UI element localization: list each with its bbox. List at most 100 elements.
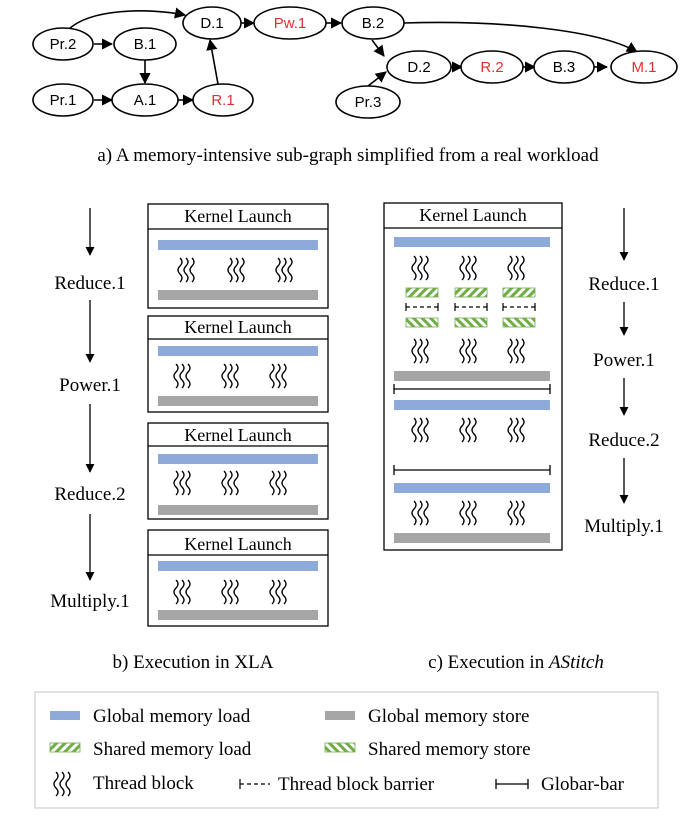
astitch-section: Kernel Launch xyxy=(383,202,664,673)
xla-kernel-3: Kernel Launch xyxy=(147,529,329,627)
graph-node-pw1: Pw.1 xyxy=(253,6,327,40)
graph-node-ellipse xyxy=(32,83,94,117)
astitch-caption: c) Execution in AStitch xyxy=(428,652,604,673)
graph-node-ellipse xyxy=(253,6,327,40)
graph-node-d1: D.1 xyxy=(182,6,242,40)
global-load-bar xyxy=(158,454,318,464)
graph-node-r2: R.2 xyxy=(460,50,524,84)
global-load-bar xyxy=(158,561,318,571)
legend-global-bar-icon xyxy=(495,779,529,789)
global-load-bar xyxy=(394,400,550,410)
graph-node-label: D.1 xyxy=(200,15,223,32)
graph-node-label: R.1 xyxy=(211,92,234,109)
global-store-bar xyxy=(158,290,318,300)
xla-op-0: Reduce.1 xyxy=(54,273,125,294)
global-load-bar xyxy=(394,237,550,247)
graph-section: Pr.2 B.1 D.1 Pw.1 B.2Pr.1 A.1 R.1 D.2 R.2 B.3 M.1P… xyxy=(32,6,678,166)
xla-kernel-0-label: Kernel Launch xyxy=(184,206,291,226)
graph-node-label: A.1 xyxy=(134,92,157,109)
astitch-op-3: Multiply.1 xyxy=(584,516,664,537)
graph-node-label: B.3 xyxy=(553,59,576,76)
legend-shared-store: Shared memory store xyxy=(368,739,531,760)
graph-node-b1: B.1 xyxy=(113,27,177,61)
xla-kernel-1: Kernel Launch xyxy=(147,315,329,413)
legend-global-bar: Globar-bar xyxy=(541,774,625,795)
xla-kernel-0: Kernel Launch xyxy=(147,203,329,309)
graph-node-ellipse xyxy=(113,27,177,61)
astitch-op-2: Reduce.2 xyxy=(588,430,659,451)
legend-global-load-swatch xyxy=(50,711,80,720)
graph-node-label: Pr.3 xyxy=(355,94,382,111)
graph-node-ellipse xyxy=(32,27,94,61)
edge-b2-m1 xyxy=(403,21,638,53)
edge-b2-d2 xyxy=(371,39,385,57)
graph-node-d2: D.2 xyxy=(386,50,452,84)
graph-node-m1: M.1 xyxy=(610,50,678,84)
graph-node-ellipse xyxy=(341,6,405,40)
graph-node-label: R.2 xyxy=(480,59,503,76)
xla-caption: b) Execution in XLA xyxy=(113,652,274,673)
global-barrier xyxy=(393,384,551,394)
graph-node-ellipse xyxy=(460,50,524,84)
graph-node-a1: A.1 xyxy=(111,83,179,117)
legend-global-store: Global memory store xyxy=(368,706,529,727)
graph-node-r1: R.1 xyxy=(192,83,254,117)
global-store-bar xyxy=(394,533,550,543)
edge-r1-d1 xyxy=(206,38,219,85)
xla-kernel-2: Kernel Launch xyxy=(147,422,329,520)
graph-edges xyxy=(67,7,638,106)
graph-node-label: B.2 xyxy=(362,15,385,32)
xla-op-3: Multiply.1 xyxy=(50,591,130,612)
shared-store-bar xyxy=(454,317,488,328)
astitch-caption-prefix: c) Execution in xyxy=(428,652,549,673)
shared-load-bar xyxy=(502,287,536,298)
graph-node-pr1: Pr.1 xyxy=(32,83,94,117)
graph-node-ellipse xyxy=(111,83,179,117)
xla-op-1: Power.1 xyxy=(59,375,121,396)
edge-pr2-d1 xyxy=(67,7,187,31)
legend-global-load: Global memory load xyxy=(93,706,251,727)
legend-shared-load: Shared memory load xyxy=(93,739,252,760)
graph-node-label: B.1 xyxy=(134,36,157,53)
graph-node-b2: B.2 xyxy=(341,6,405,40)
global-store-bar xyxy=(158,396,318,406)
xla-kernel-2-label: Kernel Launch xyxy=(184,425,291,445)
astitch-caption-name: AStitch xyxy=(547,652,604,673)
astitch-kernel-label: Kernel Launch xyxy=(419,205,526,225)
legend: Global memory load Global memory store S… xyxy=(34,691,659,809)
graph-node-ellipse xyxy=(386,50,452,84)
thread-block-barrier xyxy=(405,303,536,311)
legend-global-store-swatch xyxy=(325,711,355,720)
graph-caption: a) A memory-intensive sub-graph simplifi… xyxy=(97,145,599,166)
graph-nodes: Pr.2 B.1 D.1 Pw.1 B.2Pr.1 A.1 R.1 D.2 R.2 B.3 M.1P… xyxy=(32,6,678,119)
global-barrier xyxy=(393,465,551,475)
shared-store-bar xyxy=(502,317,536,328)
graph-node-ellipse xyxy=(192,83,254,117)
shared-load-bar xyxy=(405,287,439,298)
graph-node-label: Pw.1 xyxy=(274,15,307,32)
graph-node-label: M.1 xyxy=(631,59,656,76)
graph-node-label: D.2 xyxy=(407,59,430,76)
graph-node-label: Pr.1 xyxy=(50,92,77,109)
graph-node-b3: B.3 xyxy=(533,50,595,84)
shared-load-bar xyxy=(454,287,488,298)
global-load-bar xyxy=(394,483,550,493)
astitch-kernel: Kernel Launch xyxy=(383,202,563,551)
legend-tb-barrier-icon xyxy=(239,779,270,789)
graph-node-label: Pr.2 xyxy=(50,36,77,53)
xla-section: Reduce.1 Power.1 Reduce.2 Multiply.1 Ker… xyxy=(50,203,329,673)
xla-kernel-1-label: Kernel Launch xyxy=(184,317,291,337)
graph-node-pr3: Pr.3 xyxy=(335,85,401,119)
global-store-bar xyxy=(158,505,318,515)
legend-thread-block: Thread block xyxy=(93,773,194,794)
graph-node-ellipse xyxy=(335,85,401,119)
legend-tb-barrier: Thread block barrier xyxy=(278,774,435,795)
legend-shared-load-swatch xyxy=(49,742,81,753)
astitch-op-1: Power.1 xyxy=(593,350,655,371)
global-store-bar xyxy=(158,610,318,620)
graph-node-ellipse xyxy=(182,6,242,40)
global-store-bar xyxy=(394,371,550,381)
astitch-op-0: Reduce.1 xyxy=(588,274,659,295)
xla-op-2: Reduce.2 xyxy=(54,484,125,505)
